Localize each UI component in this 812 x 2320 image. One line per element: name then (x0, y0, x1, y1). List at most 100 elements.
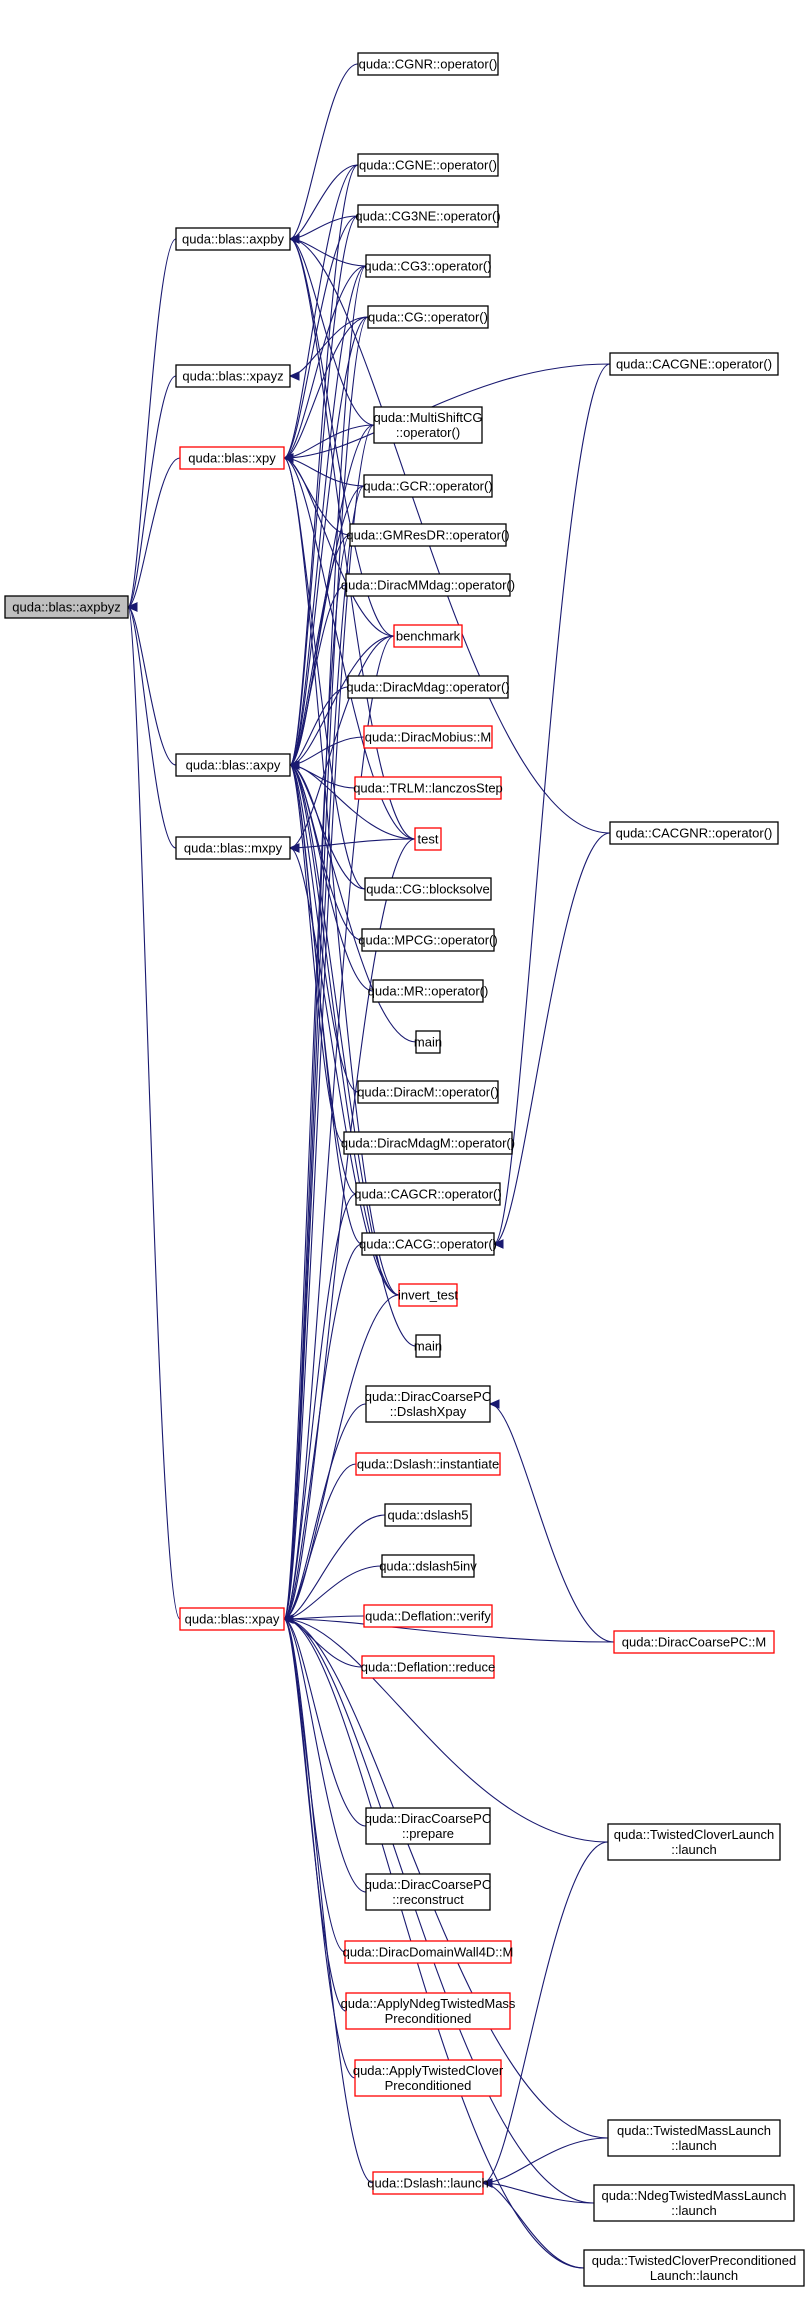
node-box-axpy (175, 753, 291, 777)
node-label-diracmdag-0: quda::DiracMdag::operator() (346, 680, 509, 695)
node-box-cgnr (357, 52, 499, 76)
node-test[interactable]: test (414, 827, 442, 851)
node-label-andtm-1: Preconditioned (385, 2011, 472, 2026)
node-diracmdagm[interactable]: quda::DiracMdagM::operator() (341, 1131, 515, 1155)
node-ddw4d[interactable]: quda::DiracDomainWall4D::M (343, 1940, 514, 1964)
node-box-cagcr (355, 1182, 501, 1206)
node-tmlaunch[interactable]: quda::TwistedMassLaunch::launch (607, 2119, 781, 2157)
edge-cg3ne-to-xpy (283, 215, 359, 459)
edge-cg-to-axpy (289, 316, 369, 766)
node-dcpcdx[interactable]: quda::DiracCoarsePC::DslashXpay (365, 1385, 491, 1423)
node-dcpcprep[interactable]: quda::DiracCoarsePC::prepare (365, 1807, 491, 1845)
node-diracmdag[interactable]: quda::DiracMdag::operator() (346, 675, 510, 699)
node-cg[interactable]: quda::CG::operator() (367, 305, 489, 329)
node-xpy[interactable]: quda::blas::xpy (179, 446, 285, 470)
node-box-cgne (357, 153, 499, 177)
node-dcpcrec[interactable]: quda::DiracCoarsePC::reconstruct (365, 1873, 491, 1911)
edge-cgnr-to-axpby (289, 63, 359, 240)
node-box-cgblock (364, 877, 492, 901)
node-gmresdr[interactable]: quda::GMResDR::operator() (346, 523, 510, 547)
node-cgnr[interactable]: quda::CGNR::operator() (357, 52, 499, 76)
edge-tcplaunch-to-dslaunch (482, 2182, 585, 2269)
node-box-diracm (357, 1080, 499, 1104)
node-cacg[interactable]: quda::CACG::operator() (359, 1232, 497, 1256)
node-axpby[interactable]: quda::blas::axpby (175, 227, 291, 251)
node-dslash5inv[interactable]: quda::dslash5inv (379, 1554, 477, 1578)
node-box-atcp (354, 2059, 502, 2097)
node-dslinst[interactable]: quda::Dslash::instantiate (355, 1452, 501, 1476)
arrowhead-cacgnr-to-axpby (288, 234, 300, 244)
node-main1[interactable]: main (414, 1030, 442, 1054)
node-axpbyz[interactable]: quda::blas::axpbyz (4, 595, 129, 619)
node-box-diracmdagm (343, 1131, 513, 1155)
node-tcplaunch[interactable]: quda::TwistedCloverPreconditionedLaunch:… (583, 2249, 805, 2287)
arrowhead-tcplaunch-to-dslaunch (481, 2178, 493, 2188)
node-box-invert (398, 1283, 458, 1307)
node-label-gcr-0: quda::GCR::operator() (363, 479, 492, 494)
node-label-axpy-0: quda::blas::axpy (186, 758, 281, 773)
node-cacgnr[interactable]: quda::CACGNR::operator() (609, 821, 779, 845)
node-cacgne[interactable]: quda::CACGNE::operator() (609, 352, 779, 376)
node-axpy[interactable]: quda::blas::axpy (175, 753, 291, 777)
node-gcr[interactable]: quda::GCR::operator() (363, 474, 493, 498)
node-dslash5[interactable]: quda::dslash5 (384, 1503, 472, 1527)
node-label-andtm-0: quda::ApplyNdegTwistedMass (341, 1996, 516, 2011)
node-xpay[interactable]: quda::blas::xpay (179, 1607, 285, 1631)
node-box-dslaunch (372, 2171, 484, 2195)
node-box-dcpcdx (365, 1385, 491, 1423)
edge-dcpcprep-to-xpay (283, 1618, 367, 1827)
node-box-mxpy (175, 836, 291, 860)
edge-axpy-to-axpbyz (127, 606, 177, 766)
node-mpcg[interactable]: quda::MPCG::operator() (358, 928, 498, 952)
node-invert[interactable]: invert_test (398, 1283, 458, 1307)
node-cgne[interactable]: quda::CGNE::operator() (357, 153, 499, 177)
node-label-cgblock-0: quda::CG::blocksolve (366, 882, 490, 897)
node-box-cg3ne (357, 204, 499, 228)
node-label-axpby-0: quda::blas::axpby (182, 232, 284, 247)
node-label-cacg-0: quda::CACG::operator() (359, 1237, 497, 1252)
node-label-multishift-1: ::operator() (396, 425, 460, 440)
node-label-dslash5-0: quda::dslash5 (388, 1508, 469, 1523)
node-box-dslash5 (384, 1503, 472, 1527)
node-diracmobius[interactable]: quda::DiracMobius::M (363, 725, 493, 749)
edge-axpby-to-axpbyz (127, 238, 177, 608)
node-diracmmdag[interactable]: quda::DiracMMdag::operator() (341, 573, 515, 597)
node-label-tmlaunch-1: ::launch (671, 2138, 717, 2153)
node-diracm[interactable]: quda::DiracM::operator() (357, 1080, 499, 1104)
node-label-dcpcdx-1: ::DslashXpay (390, 1404, 467, 1419)
node-main2[interactable]: main (414, 1334, 442, 1358)
node-label-cg3-0: quda::CG3::operator() (364, 259, 491, 274)
node-cagcr[interactable]: quda::CAGCR::operator() (354, 1182, 502, 1206)
node-deflreduce[interactable]: quda::Deflation::reduce (361, 1655, 495, 1679)
node-label-cacgnr-0: quda::CACGNR::operator() (616, 826, 773, 841)
node-box-xpayz (175, 364, 291, 388)
node-xpayz[interactable]: quda::blas::xpayz (175, 364, 291, 388)
node-box-gmresdr (349, 523, 507, 547)
node-label-multishift-0: quda::MultiShiftCG (373, 410, 482, 425)
node-dslaunch[interactable]: quda::Dslash::launch (367, 2171, 489, 2195)
node-label-diracmobius-0: quda::DiracMobius::M (365, 730, 491, 745)
arrowhead-main2-to-axpy (288, 760, 300, 770)
node-label-dslash5inv-0: quda::dslash5inv (379, 1559, 477, 1574)
node-tclaunch[interactable]: quda::TwistedCloverLaunch::launch (607, 1823, 781, 1861)
node-box-diracmmdag (345, 573, 511, 597)
node-box-diracmdag (347, 675, 509, 699)
node-cg3ne[interactable]: quda::CG3NE::operator() (355, 204, 501, 228)
node-multishift[interactable]: quda::MultiShiftCG::operator() (373, 406, 483, 444)
node-trlm[interactable]: quda::TRLM::lanczosStep (353, 776, 503, 800)
edge-xpay-to-axpbyz (127, 606, 181, 1620)
node-deflverify[interactable]: quda::Deflation::verify (363, 1604, 493, 1628)
node-box-axpbyz (4, 595, 129, 619)
node-mr[interactable]: quda::MR::operator() (368, 979, 489, 1003)
edge-mxpy-to-axpbyz (127, 606, 177, 849)
node-ndtmlaunch[interactable]: quda::NdegTwistedMassLaunch::launch (593, 2184, 795, 2222)
edge-cgne-to-axpby (289, 164, 359, 240)
edge-dslaunch-to-xpay (283, 1618, 374, 2184)
node-dcpcm[interactable]: quda::DiracCoarsePC::M (613, 1630, 775, 1654)
node-benchmark[interactable]: benchmark (393, 624, 463, 648)
node-cgblock[interactable]: quda::CG::blocksolve (364, 877, 492, 901)
node-mxpy[interactable]: quda::blas::mxpy (175, 836, 291, 860)
node-cg3[interactable]: quda::CG3::operator() (364, 254, 492, 278)
